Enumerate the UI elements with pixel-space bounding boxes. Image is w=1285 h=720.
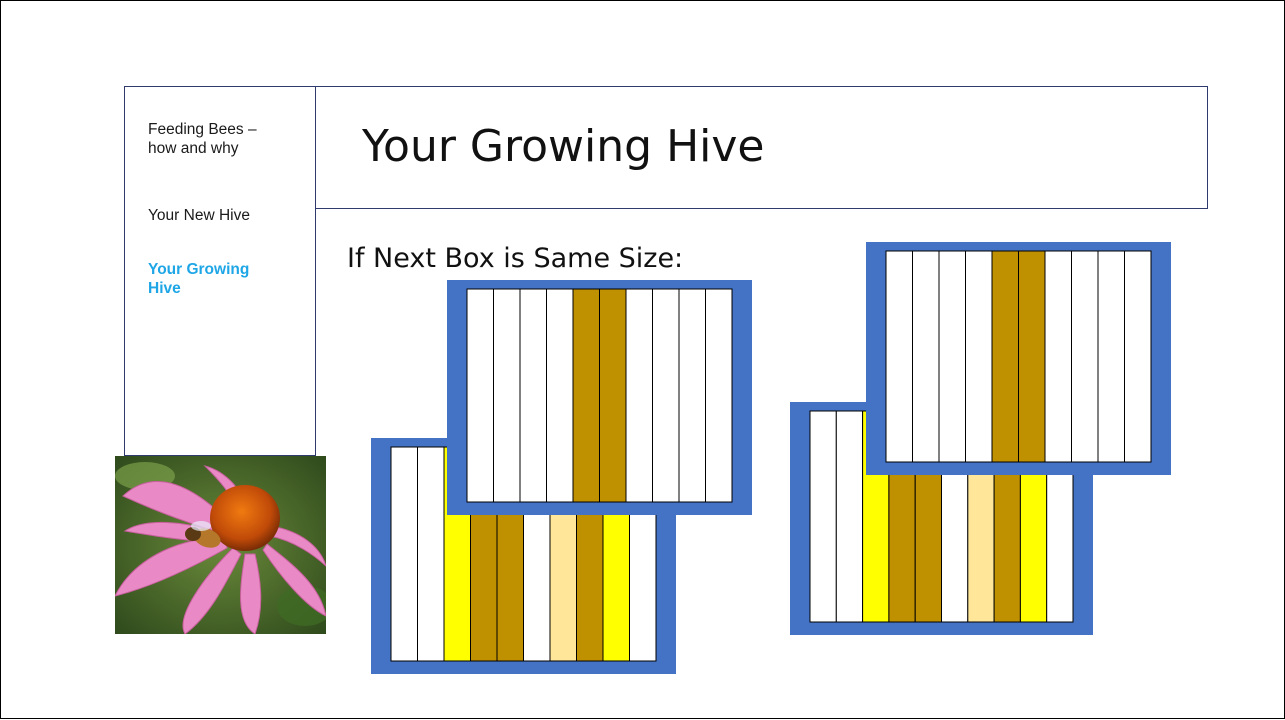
frame-empty — [519, 288, 547, 503]
hive-top-box — [447, 280, 752, 515]
sidebar-item-label: Hive — [148, 280, 181, 297]
frame-brood — [599, 288, 627, 503]
frame-empty — [809, 410, 837, 623]
sidebar-item-label: Your Growing — [148, 261, 250, 278]
frame-empty — [1097, 250, 1125, 463]
title-box: Your Growing Hive — [315, 86, 1208, 209]
frame-empty — [546, 288, 574, 503]
bee-icon — [185, 521, 221, 548]
sidebar-item-feeding-bees[interactable]: Feeding Bees – how and why — [148, 120, 298, 158]
hive-left — [371, 280, 752, 674]
sidebar-divider — [315, 209, 316, 456]
sidebar-nav: Feeding Bees – how and why Your New Hive… — [124, 86, 315, 456]
sidebar-item-growing-hive[interactable]: Your Growing Hive — [148, 260, 298, 298]
frame-empty — [1124, 250, 1152, 463]
frame-empty — [1044, 250, 1072, 463]
sidebar-item-label: how and why — [148, 140, 239, 157]
page-title: Your Growing Hive — [362, 121, 765, 172]
frame-empty — [835, 410, 864, 623]
hive-top-box — [866, 242, 1171, 475]
frame-empty — [912, 250, 940, 463]
hive-right — [790, 242, 1171, 635]
frame-empty — [885, 250, 913, 463]
frame-empty — [1071, 250, 1099, 463]
frame-empty — [678, 288, 706, 503]
frame-empty — [652, 288, 680, 503]
frame-empty — [705, 288, 733, 503]
frame-brood — [572, 288, 600, 503]
frame-empty — [466, 288, 494, 503]
frame-empty — [390, 446, 418, 662]
frame-empty — [625, 288, 653, 503]
bee-on-coneflower-photo — [115, 456, 326, 634]
frame-empty — [493, 288, 521, 503]
frame-empty — [965, 250, 993, 463]
frame-empty — [938, 250, 966, 463]
frame-empty — [417, 446, 445, 662]
sidebar-item-new-hive[interactable]: Your New Hive — [148, 206, 298, 225]
frame-brood — [1018, 250, 1046, 463]
subtitle: If Next Box is Same Size: — [347, 243, 684, 274]
sidebar-item-label: Your New Hive — [148, 207, 250, 224]
sidebar-item-label: Feeding Bees – — [148, 121, 257, 138]
frame-brood — [991, 250, 1019, 463]
